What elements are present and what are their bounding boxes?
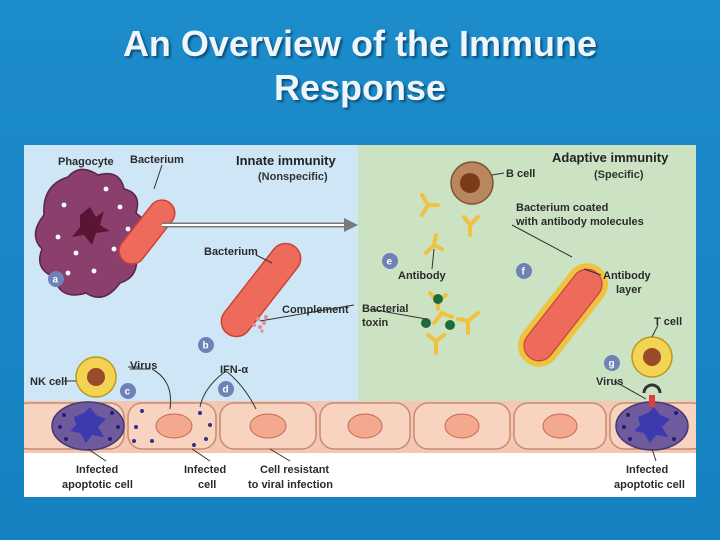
badge-g: g <box>604 355 620 371</box>
svg-text:b: b <box>203 341 209 352</box>
antibody-label: Antibody <box>398 270 447 282</box>
innate-to-adaptive-arrow <box>162 218 358 232</box>
toxin-label-line-2: toxin <box>362 317 389 329</box>
svg-text:d: d <box>223 385 229 396</box>
t-cell-label: T cell <box>654 316 682 328</box>
ifn-label: IFN-α <box>220 364 248 376</box>
virus-particles <box>132 409 212 447</box>
epithelial-layer <box>24 401 696 453</box>
adaptive-subheading: (Specific) <box>594 169 644 181</box>
bacterium <box>220 242 302 338</box>
svg-text:a: a <box>53 275 59 286</box>
innate-virus-label: Virus <box>130 360 157 372</box>
innate-heading: Innate immunity <box>236 153 336 168</box>
b-cell <box>450 161 494 205</box>
caption-strip <box>24 452 696 497</box>
title-line-2: Response <box>273 67 447 108</box>
coated-bacterium <box>517 263 609 367</box>
cell-nucleus <box>347 413 383 439</box>
phagocyte-label: Phagocyte <box>58 156 114 168</box>
slide-title: An Overview of the Immune Response <box>0 22 720 110</box>
diagram-canvas: Phagocyte Bacterium Innate immunity (Non… <box>24 145 696 497</box>
badge-b: b <box>198 337 214 353</box>
nk-cell-label: NK cell <box>30 376 67 388</box>
cell-nucleus <box>444 413 480 439</box>
badge-e: e <box>382 253 398 269</box>
adaptive-infected-apoptotic-line-2: apoptotic cell <box>614 479 685 491</box>
resistant-cell-line-1: Cell resistant <box>260 464 329 476</box>
innate-subheading: (Nonspecific) <box>258 171 328 183</box>
adaptive-infected-apoptotic-line-1: Infected <box>626 464 668 476</box>
cell-nucleus <box>542 413 578 439</box>
svg-text:f: f <box>522 267 526 278</box>
b-cell-label: B cell <box>506 168 535 180</box>
cell-nucleus <box>155 413 193 439</box>
innate-infected-apoptotic-line-1: Infected <box>76 464 118 476</box>
adaptive-heading: Adaptive immunity <box>552 150 669 165</box>
svg-text:e: e <box>387 257 393 268</box>
resistant-cell-line-2: to viral infection <box>248 479 333 491</box>
badge-d: d <box>218 381 234 397</box>
title-line-1: An Overview of the Immune <box>122 23 598 64</box>
badge-c: c <box>120 383 136 399</box>
infected-apoptotic-cell-right <box>615 383 689 451</box>
svg-text:c: c <box>125 387 131 398</box>
infected-cell-line-1: Infected <box>184 464 226 476</box>
bacterium-being-engulfed <box>118 199 176 265</box>
badge-f: f <box>516 263 532 279</box>
antibody-layer-line-2: layer <box>616 284 642 296</box>
bacterium-mid-label: Bacterium <box>204 246 258 258</box>
complement-proteins <box>252 315 268 333</box>
infected-cell-line-2: cell <box>198 479 216 491</box>
label-leaders <box>64 164 659 462</box>
adaptive-virus-label: Virus <box>596 376 623 388</box>
svg-text:g: g <box>609 359 615 370</box>
antibody-layer-line-1: Antibody <box>603 270 652 282</box>
nk-cell <box>75 356 117 398</box>
innate-infected-apoptotic-line-2: apoptotic cell <box>62 479 133 491</box>
bacterium-top-label: Bacterium <box>130 154 184 166</box>
cell-nucleus <box>249 413 287 439</box>
toxin-label-line-1: Bacterial <box>362 303 408 315</box>
phagocyte <box>34 168 151 298</box>
complement-label: Complement <box>282 304 349 316</box>
coated-bacterium-line-2: with antibody molecules <box>515 216 644 228</box>
coated-bacterium-line-1: Bacterium coated <box>516 202 608 214</box>
bacterial-toxin <box>421 294 455 330</box>
t-cell <box>631 336 673 378</box>
badge-a: a <box>48 271 64 287</box>
infected-apoptotic-cell-left <box>51 401 125 451</box>
immune-response-diagram: Phagocyte Bacterium Innate immunity (Non… <box>24 145 696 497</box>
